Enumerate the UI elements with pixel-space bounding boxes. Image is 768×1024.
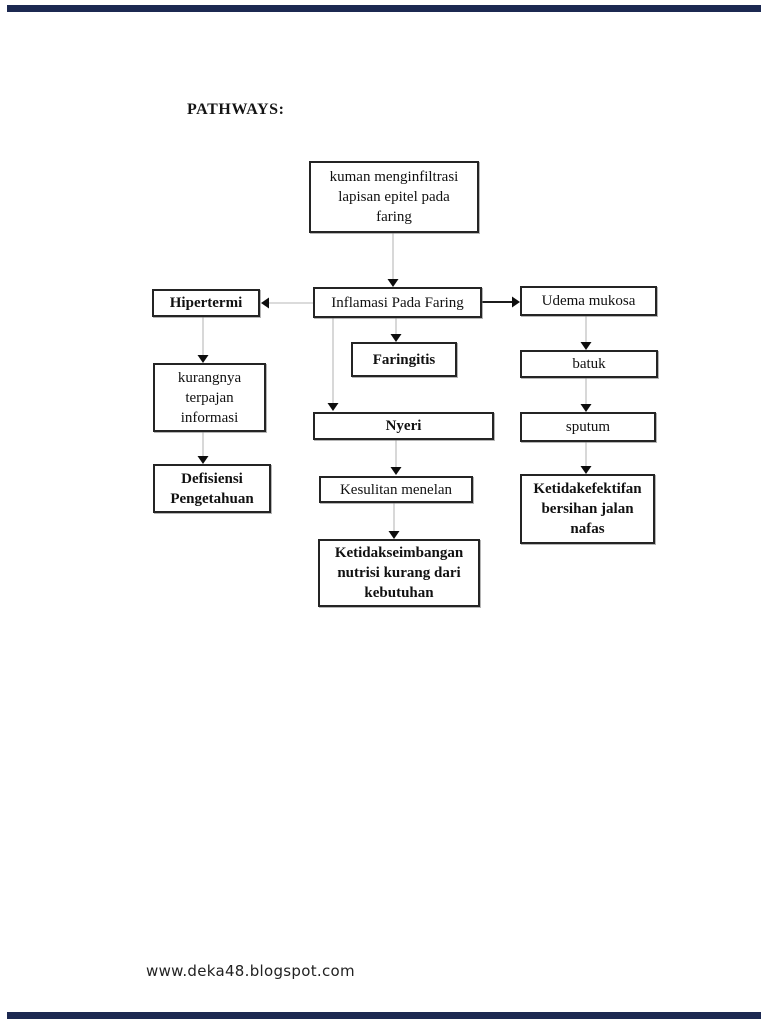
footer-url: www.deka48.blogspot.com [146, 962, 355, 980]
flow-node-label: Faringitis [372, 351, 436, 368]
arrowhead-inflamasi-pada-faring-to-udema-mukosa [512, 296, 520, 308]
flow-node-label: Defisiensi [181, 470, 243, 487]
flow-node-label: Ketidakseimbangan [334, 545, 464, 561]
flow-node-label: Nyeri [385, 418, 422, 434]
flow-node-ketidakefektifan-bersihan-jalan-nafas: Ketidakefektifan bersihan jalan nafas [520, 474, 655, 544]
flow-node-nyeri: Nyeri [313, 412, 494, 440]
flow-node-label: lapisan epitel pada [338, 189, 450, 205]
arrowhead-sputum-to-ketidakefektifan-bersihan-jalan-nafas [580, 466, 592, 474]
flow-node-label: Kesulitan menelan [339, 481, 453, 498]
flow-node-label: kurangnya [177, 369, 242, 386]
arrowhead-kesulitan-menelan-to-ketidakseimbangan-nutrisi [388, 531, 400, 539]
arrowhead-inflamasi-pada-faring-to-hipertermi [261, 297, 269, 309]
page-gap-bar-top [7, 5, 761, 12]
flow-node-sputum: sputum [520, 412, 656, 442]
page-title: PATHWAYS: [187, 101, 285, 118]
arrowhead-kurangnya-terpajan-informasi-to-defisiensi-pengetahuan [197, 456, 209, 464]
arrowhead-hipertermi-to-kurangnya-terpajan-informasi [197, 355, 209, 363]
flow-node-kurangnya-terpajan-informasi: kurangnya terpajan informasi [153, 363, 266, 432]
flow-node-faringitis: Faringitis [351, 342, 457, 377]
flow-node-label: Pengetahuan [170, 490, 254, 507]
flow-node-ketidakseimbangan-nutrisi: Ketidakseimbangan nutrisi kurang dari kebu… [318, 539, 480, 607]
flow-node-label: sputum [565, 419, 611, 435]
flow-node-label: nutrisi kurang dari [337, 565, 461, 581]
arrowhead-inflamasi-pada-faring-to-nyeri [327, 403, 339, 411]
flow-node-label: faring [376, 209, 412, 225]
flow-node-hipertermi: Hipertermi [152, 289, 260, 317]
flow-node-batuk: batuk [520, 350, 658, 378]
flow-node-label: bersihan jalan [541, 501, 634, 517]
flow-node-label: kebutuhan [364, 585, 434, 601]
flow-node-label: Ketidakefektifan [533, 481, 642, 497]
flow-node-udema-mukosa: Udema mukosa [520, 286, 657, 316]
flow-node-inflamasi-pada-faring: Inflamasi Pada Faring [313, 287, 482, 318]
flow-node-label: Hipertermi [169, 295, 243, 311]
flow-node-label: kuman menginfiltrasi [329, 169, 459, 185]
flow-node-label: terpajan [185, 389, 234, 406]
page-gap-bar-bottom [7, 1012, 761, 1019]
flow-node-kesulitan-menelan: Kesulitan menelan [319, 476, 473, 503]
flow-node-label: informasi [180, 409, 239, 426]
flow-node-kuman-menginfiltrasi: kuman menginfiltrasi lapisan epitel pada f… [309, 161, 479, 233]
flow-node-label: Inflamasi Pada Faring [331, 294, 464, 311]
flow-node-label: Udema mukosa [541, 293, 636, 309]
arrowhead-nyeri-to-kesulitan-menelan [390, 467, 402, 475]
flow-node-label: batuk [572, 356, 606, 372]
arrowhead-udema-mukosa-to-batuk [580, 342, 592, 350]
flow-node-label: nafas [570, 521, 605, 537]
arrowhead-inflamasi-pada-faring-to-faringitis [390, 334, 402, 342]
arrowhead-batuk-to-sputum [580, 404, 592, 412]
arrowhead-kuman-menginfiltrasi-to-inflamasi-pada-faring [387, 279, 399, 287]
